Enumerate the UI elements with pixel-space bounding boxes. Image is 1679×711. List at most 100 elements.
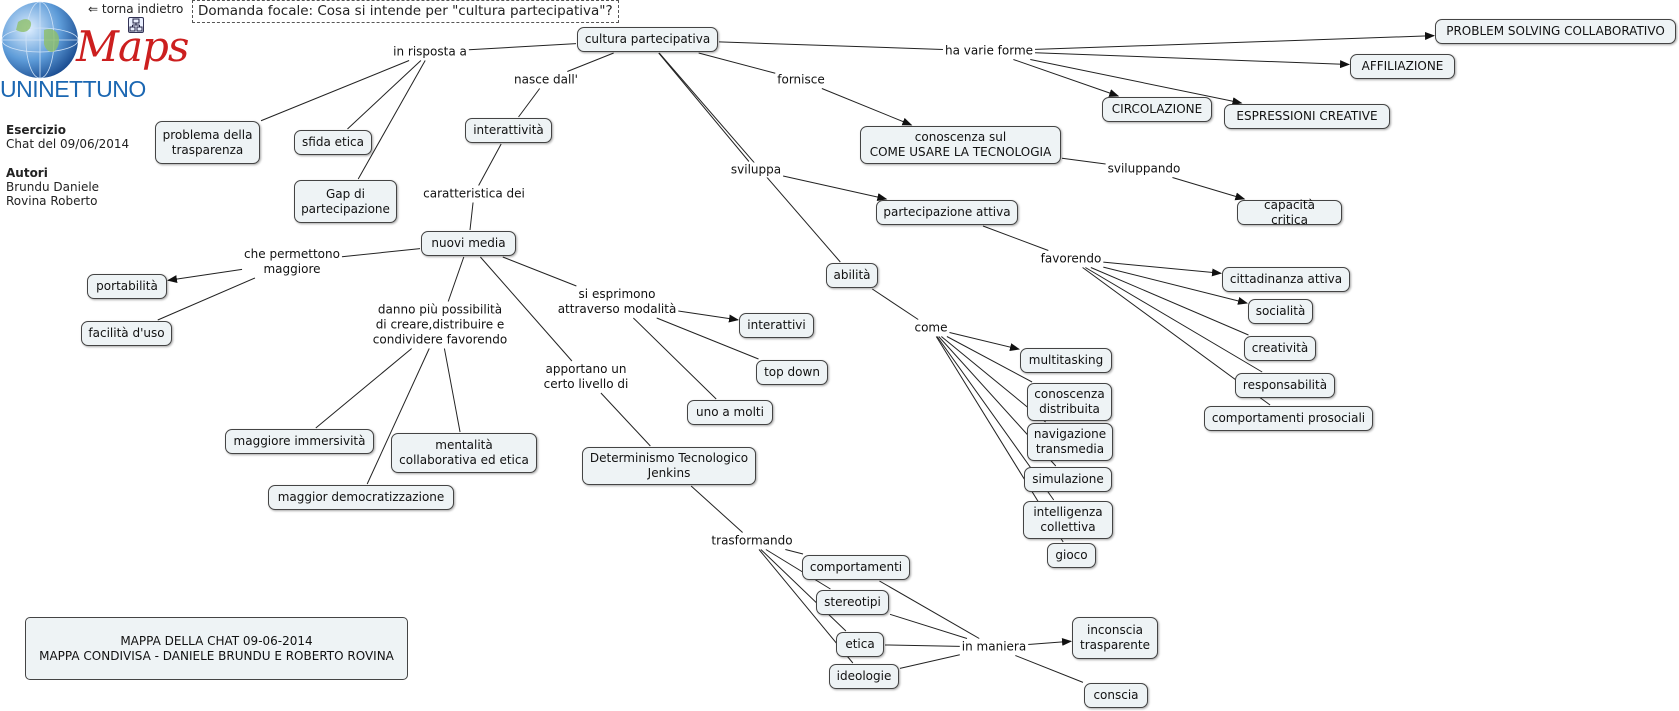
concept-link xyxy=(1035,31,1435,50)
concept-node[interactable]: etica xyxy=(836,632,884,657)
back-link[interactable]: ⇐ torna indietro xyxy=(88,2,184,16)
concept-node[interactable]: cultura partecipativa xyxy=(577,27,718,52)
concept-node[interactable]: conoscenza sul COME USARE LA TECNOLOGIA xyxy=(860,126,1061,164)
concept-link xyxy=(1035,52,1350,69)
concept-node[interactable]: gioco xyxy=(1047,543,1096,568)
concept-node[interactable]: Determinismo Tecnologico Jenkins xyxy=(582,447,756,485)
concept-node[interactable]: top down xyxy=(756,360,828,385)
concept-node[interactable]: ideologie xyxy=(829,664,899,689)
concept-link xyxy=(760,549,847,632)
exercise-info: Esercizio Chat del 09/06/2014 xyxy=(6,123,129,151)
logo-university-text: UNINETTUNO xyxy=(0,76,146,102)
concept-node[interactable]: inconscia trasparente xyxy=(1072,617,1158,659)
concept-node[interactable]: cittadinanza attiva xyxy=(1222,267,1350,292)
concept-node[interactable]: facilità d'uso xyxy=(81,321,172,346)
concept-link xyxy=(949,331,1020,351)
concept-link xyxy=(167,268,243,284)
link-label: in maniera xyxy=(960,639,1028,655)
concept-link xyxy=(480,256,573,362)
concept-node[interactable]: conscia xyxy=(1084,683,1148,708)
concept-node[interactable]: AFFILIAZIONE xyxy=(1350,54,1455,79)
concept-link xyxy=(1028,637,1072,646)
concept-link xyxy=(872,288,919,320)
concept-node[interactable]: ESPRESSIONI CREATIVE xyxy=(1224,104,1390,129)
concept-node[interactable]: mentalità collaborativa ed etica xyxy=(391,433,537,473)
concept-link xyxy=(884,644,960,647)
concept-link xyxy=(347,60,422,130)
concept-link xyxy=(1015,655,1084,683)
concept-link xyxy=(658,52,841,263)
authors-label: Autori xyxy=(6,166,48,180)
concept-link xyxy=(1013,59,1120,97)
concept-node[interactable]: PROBLEM SOLVING COLLABORATIVO xyxy=(1435,19,1676,44)
authors-info: Autori Brundu Daniele Rovina Roberto xyxy=(6,166,99,208)
concept-link xyxy=(658,52,750,162)
concept-node[interactable]: simulazione xyxy=(1024,467,1112,492)
concept-node[interactable]: abilità xyxy=(826,263,878,288)
concept-link xyxy=(260,60,410,122)
concept-link xyxy=(899,654,960,669)
concept-link xyxy=(765,549,831,590)
concept-node[interactable]: creatività xyxy=(1244,336,1316,361)
concept-node[interactable]: uno a molti xyxy=(687,400,773,425)
concept-node[interactable]: interattività xyxy=(465,118,552,143)
link-label: apportano un certo livello di xyxy=(542,362,630,392)
concept-link xyxy=(633,317,717,400)
concept-link xyxy=(1103,266,1248,305)
concept-link xyxy=(1061,157,1106,165)
map-caption-line: MAPPA CONDIVISA - DANIELE BRUNDU E ROBER… xyxy=(39,648,394,663)
uninettuno-logo: Maps UNINETTUNO xyxy=(0,0,190,105)
focus-question: Domanda focale: Cosa si intende per "cul… xyxy=(192,0,619,23)
concept-link xyxy=(698,52,776,74)
concept-node[interactable]: stereotipi xyxy=(816,590,889,615)
link-label: fornisce xyxy=(776,72,826,88)
link-label: caratteristica dei xyxy=(422,186,526,202)
map-caption-line: MAPPA DELLA CHAT 09-06-2014 xyxy=(120,633,313,648)
concept-node[interactable]: interattivi xyxy=(739,313,814,338)
concept-link xyxy=(600,392,651,447)
concept-node[interactable]: problema della trasparenza xyxy=(155,121,260,164)
concept-node[interactable]: comportamenti xyxy=(802,555,910,580)
concept-node[interactable]: multitasking xyxy=(1020,348,1112,373)
concept-node[interactable]: conoscenza distribuita xyxy=(1027,383,1112,421)
link-label: si esprimono attraverso modalità xyxy=(556,287,678,317)
link-label: come xyxy=(913,320,949,336)
concept-link xyxy=(718,41,943,50)
concept-node[interactable]: maggiore immersività xyxy=(225,429,374,454)
concept-node[interactable]: nuovi media xyxy=(421,231,516,256)
concept-node[interactable]: responsabilità xyxy=(1235,373,1335,398)
concept-link xyxy=(478,143,502,186)
concept-node[interactable]: maggior democratizzazione xyxy=(268,485,454,510)
concept-node[interactable]: capacità critica xyxy=(1237,198,1342,227)
concept-node[interactable]: sfida etica xyxy=(294,130,372,155)
author-name: Rovina Roberto xyxy=(6,194,98,208)
concept-link xyxy=(315,348,412,429)
concept-node[interactable]: portabilità xyxy=(87,274,167,299)
link-label: in risposta a xyxy=(392,44,468,60)
concept-link xyxy=(157,277,256,321)
concept-link xyxy=(518,88,541,118)
concept-node[interactable]: comportamenti prosociali xyxy=(1204,406,1373,431)
concept-node[interactable]: intelligenza collettiva xyxy=(1023,501,1113,539)
concept-link xyxy=(1090,267,1249,336)
author-name: Brundu Daniele xyxy=(6,180,100,194)
concept-node[interactable]: socialità xyxy=(1248,299,1313,324)
concept-node[interactable]: Gap di partecipazione xyxy=(294,180,397,223)
concept-link xyxy=(821,88,913,126)
concept-link xyxy=(656,317,759,360)
link-label: danno più possibilità di creare,distribu… xyxy=(371,302,509,348)
link-label: ha varie forme xyxy=(943,43,1035,59)
map-navigation-icon[interactable] xyxy=(128,17,144,33)
concept-link xyxy=(1172,177,1246,201)
concept-node[interactable]: navigazione transmedia xyxy=(1027,423,1113,461)
concept-link xyxy=(678,310,739,323)
concept-link xyxy=(502,256,577,287)
concept-link xyxy=(366,348,430,485)
concept-node[interactable]: partecipazione attiva xyxy=(876,200,1018,225)
concept-link xyxy=(889,613,968,639)
concept-node[interactable]: CIRCOLAZIONE xyxy=(1102,97,1212,122)
concept-link xyxy=(783,175,888,201)
concept-link xyxy=(785,549,804,555)
concept-link xyxy=(946,336,1033,383)
